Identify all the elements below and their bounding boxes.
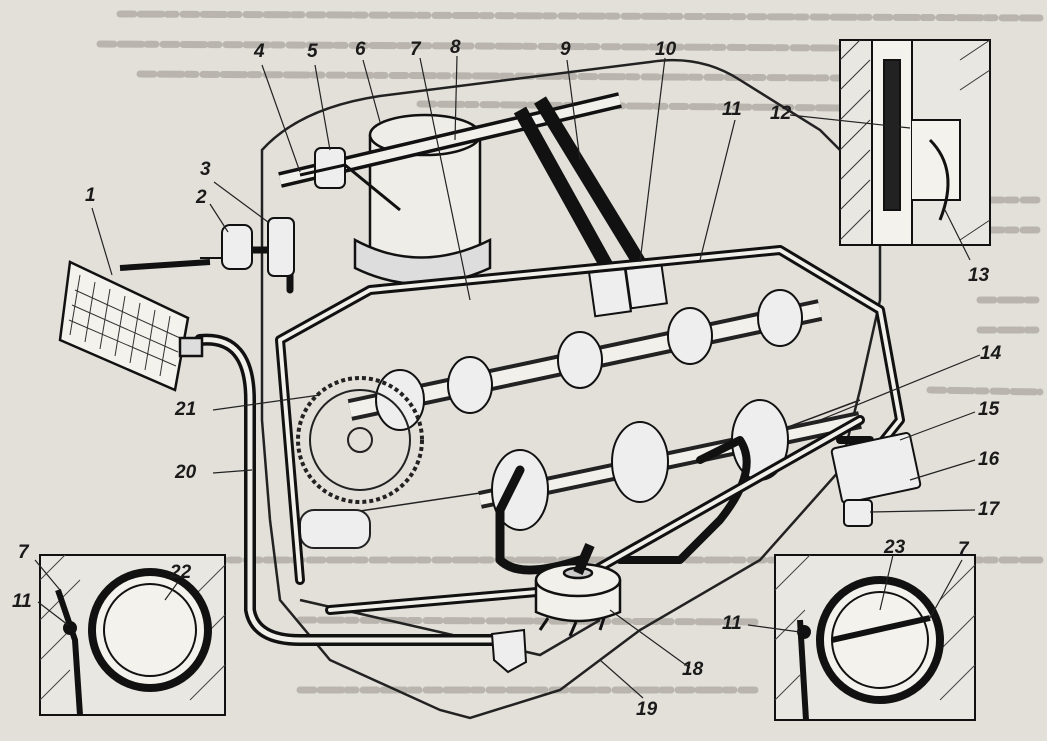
callout-10: 10: [655, 39, 677, 60]
oil-filter: [353, 113, 492, 286]
callout-22: 22: [170, 562, 192, 583]
callout-7-inset-left: 7: [18, 542, 29, 563]
callout-19: 19: [636, 699, 658, 720]
inset-cylinder-left: [39, 554, 226, 716]
callout-23: 23: [884, 537, 906, 558]
callout-7: 7: [410, 39, 421, 60]
callout-11-inset-left: 11: [12, 591, 32, 612]
callout-8: 8: [450, 37, 461, 58]
reducing-valve: [830, 432, 922, 527]
oil-radiator: [58, 259, 211, 392]
crankshaft: [347, 289, 862, 531]
oil-cock: [200, 217, 295, 277]
callout-3: 3: [200, 159, 211, 180]
callout-6: 6: [355, 39, 366, 60]
callout-16: 16: [978, 449, 1000, 470]
callout-9: 9: [560, 39, 571, 60]
callout-12: 12: [770, 103, 792, 124]
callout-5: 5: [307, 41, 318, 62]
timing-gear: [296, 376, 424, 549]
callout-4: 4: [254, 41, 265, 62]
callout-20: 20: [175, 462, 197, 483]
callout-1: 1: [85, 185, 96, 206]
callout-18: 18: [682, 659, 704, 680]
inset-valve-section: [839, 39, 991, 246]
leader-lines: [34, 55, 981, 699]
oil-pump-strainer: [534, 543, 622, 637]
callout-11: 11: [722, 99, 742, 120]
callout-2: 2: [196, 187, 207, 208]
callout-11-inset-right: 11: [722, 613, 742, 634]
callout-13: 13: [968, 265, 990, 286]
inset-cylinder-right: [774, 554, 976, 721]
callout-17: 17: [978, 499, 1000, 520]
callout-7-inset-right: 7: [958, 539, 969, 560]
callout-14: 14: [980, 343, 1002, 364]
callout-21: 21: [175, 399, 197, 420]
callout-15: 15: [978, 399, 1000, 420]
pushrods: [587, 258, 669, 318]
drain-fitting: [490, 628, 528, 674]
